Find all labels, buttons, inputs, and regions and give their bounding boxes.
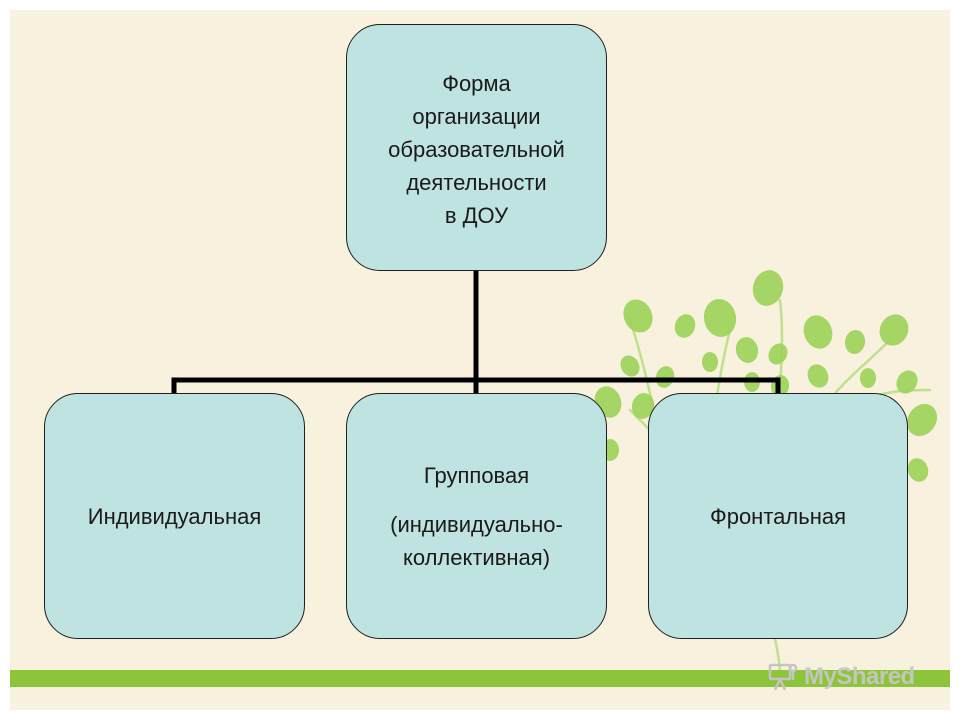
root-line: организации (412, 104, 541, 129)
presentation-board-icon (768, 663, 798, 691)
root-line: Форма (442, 71, 511, 96)
child-title: Групповая (423, 462, 530, 488)
footer-bar (10, 670, 950, 687)
child-node-frontal: Фронтальная (648, 393, 908, 639)
root-node: Форма организации образовательной деятел… (346, 24, 607, 271)
root-line: деятельности (406, 170, 547, 195)
watermark-text: MyShared (804, 663, 915, 690)
watermark: MyShared (766, 660, 915, 694)
connector-lines (171, 268, 781, 396)
root-line: образовательной (388, 137, 565, 162)
child-node-individual: Индивидуальная (44, 393, 305, 639)
child-subline: (индивидуально- (390, 511, 563, 537)
child-label: Индивидуальная (87, 503, 262, 529)
root-line: в ДОУ (444, 203, 509, 228)
slide: Форма организации образовательной деятел… (10, 10, 950, 710)
child-subline: коллективная) (402, 544, 551, 570)
child-label: Фронтальная (709, 503, 846, 529)
child-node-group: Групповая (индивидуально- коллективная) (346, 393, 607, 639)
